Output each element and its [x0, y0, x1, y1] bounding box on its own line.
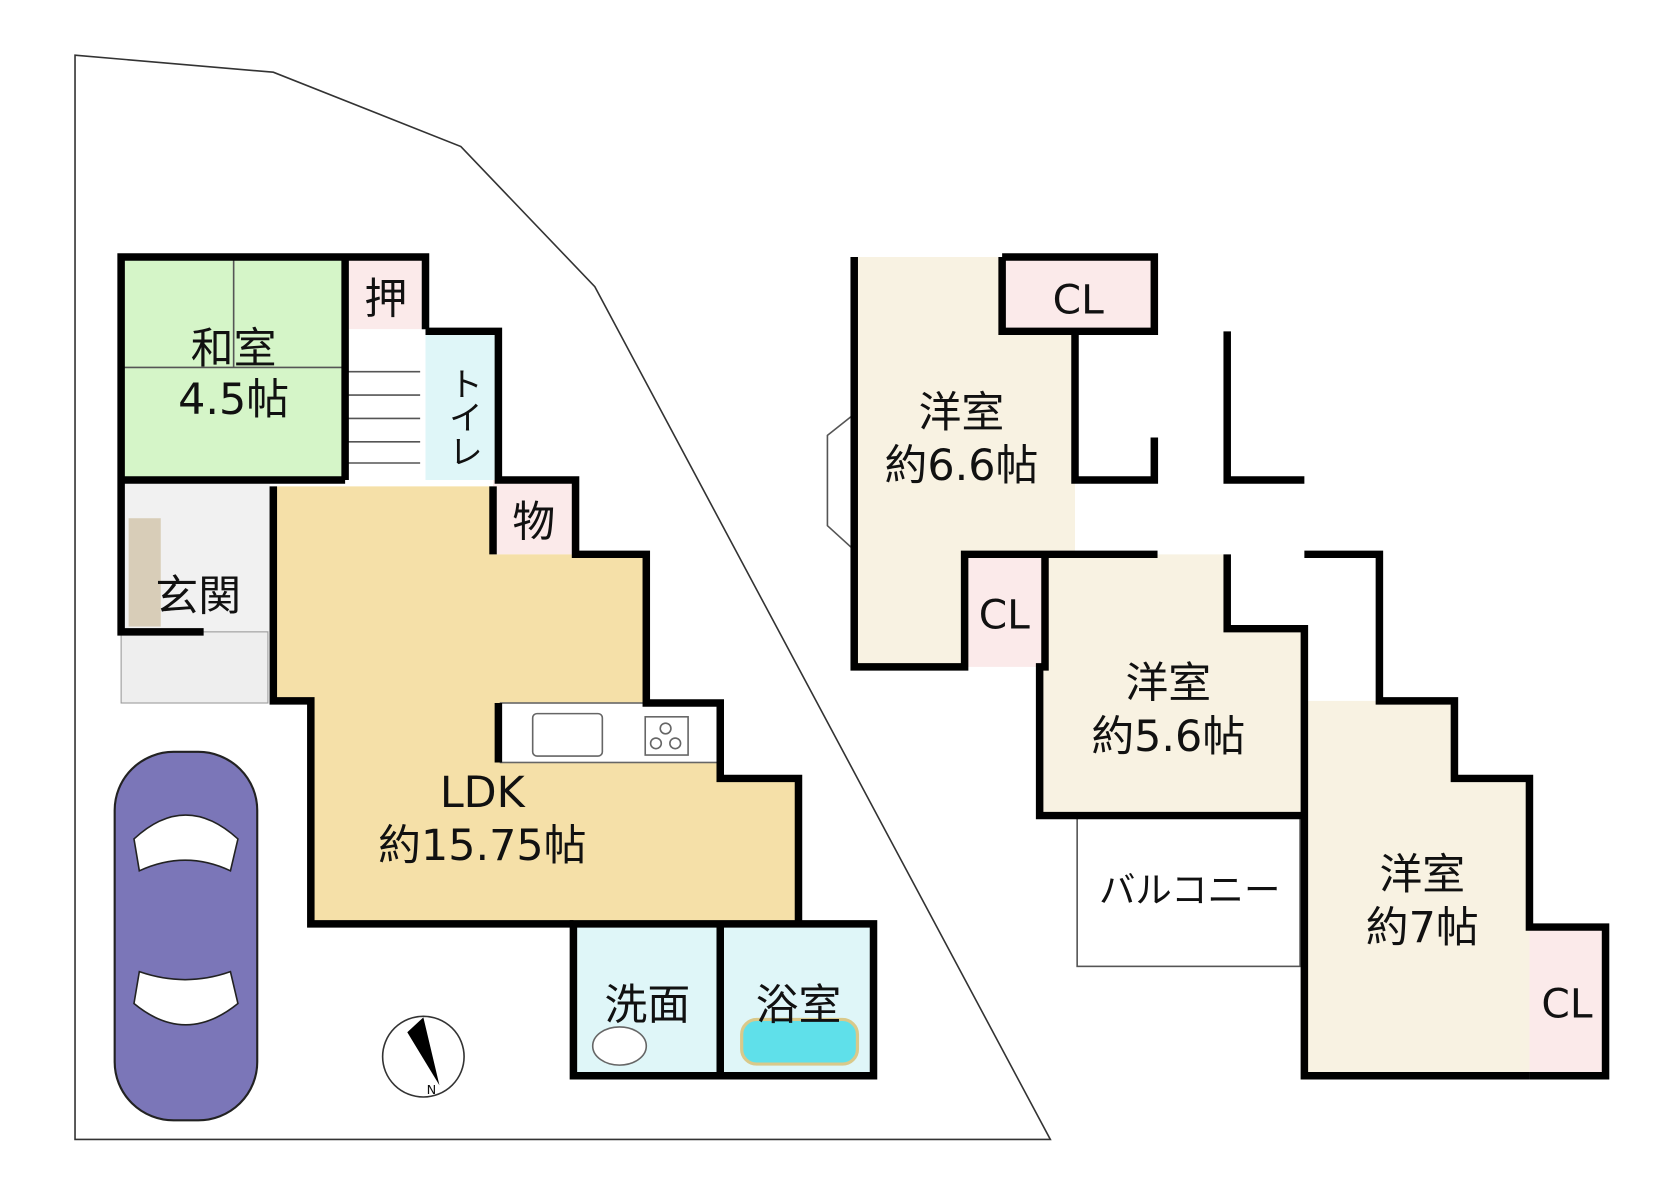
- closet-left: [964, 554, 1045, 667]
- room-7-size: 約7帖: [1366, 903, 1479, 953]
- room-6-6-size: 約6.6帖: [884, 441, 1038, 491]
- western-room-5-6: [1039, 554, 1305, 816]
- oshiire-closet: [345, 256, 426, 330]
- lot-boundary: [74, 54, 1052, 1141]
- oshiire-label: 押: [364, 274, 407, 324]
- storage-room: [493, 480, 576, 555]
- compass-north-label: N: [427, 1083, 437, 1098]
- storage-label: 物: [512, 497, 555, 547]
- car-icon: [113, 750, 259, 1122]
- stove-icon: [644, 716, 689, 756]
- closet-top: [1002, 256, 1155, 332]
- western-room-7: [1304, 700, 1530, 1076]
- balcony: [1076, 814, 1301, 968]
- stair-treads: [348, 370, 421, 464]
- closet-right: [1529, 927, 1606, 1076]
- washbasin-icon: [591, 1026, 648, 1066]
- porch: [120, 631, 269, 704]
- bay-window: [826, 412, 856, 552]
- room-5-6-size: 約5.6帖: [1091, 712, 1245, 762]
- washitsu-size: 4.5帖: [178, 375, 289, 425]
- toilet-room: [425, 331, 499, 480]
- toilet-label: トイレ: [442, 366, 482, 468]
- genkan-step: [128, 518, 161, 627]
- walls-1f: [117, 253, 878, 1080]
- room-6-6-label: 洋室: [919, 388, 1005, 438]
- sink-icon: [531, 712, 604, 757]
- ldk-label: LDK: [440, 768, 526, 818]
- compass-icon: N: [381, 1015, 465, 1098]
- washitsu-label: 和室: [191, 324, 277, 374]
- ldk-size: 約15.75帖: [378, 821, 586, 871]
- balcony-label: バルコニー: [1099, 869, 1280, 912]
- western-room-6-6: [854, 256, 1076, 667]
- closet-top-label: CL: [1053, 275, 1105, 323]
- stairs-1f: [348, 329, 421, 480]
- room-7-label: 洋室: [1379, 850, 1465, 900]
- closet-left-label: CL: [979, 591, 1031, 639]
- bath-label: 浴室: [756, 981, 842, 1031]
- bathtub-icon: [740, 1017, 860, 1066]
- senmen-label: 洗面: [605, 981, 691, 1031]
- closet-right-label: CL: [1541, 980, 1593, 1028]
- walls-2f: [850, 253, 1610, 1080]
- genkan-label: 玄関: [155, 572, 241, 622]
- room-5-6-label: 洋室: [1125, 659, 1211, 709]
